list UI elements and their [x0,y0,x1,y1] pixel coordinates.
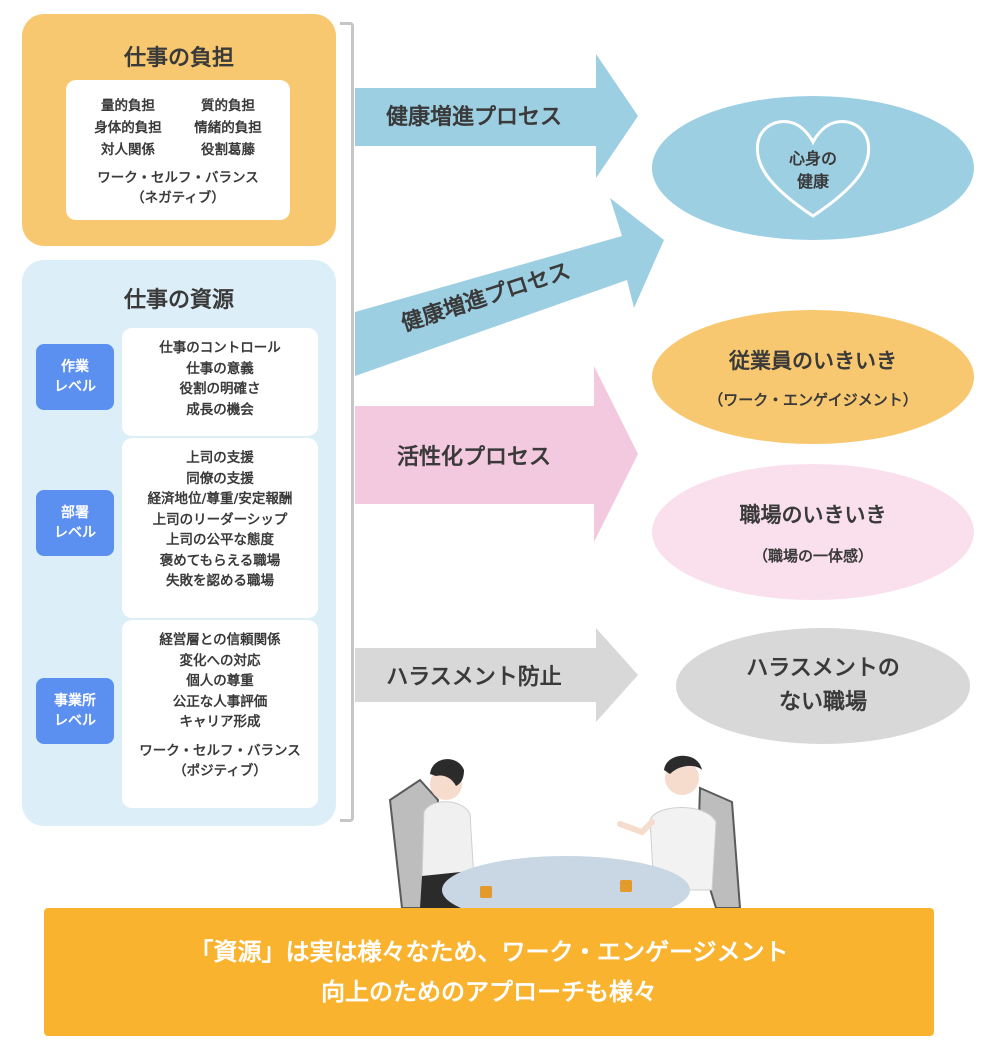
outcome-harassment-free: ハラスメントの ない職場 [676,628,970,744]
wlb-positive-sub: （ポジティブ） [173,763,267,779]
resource-item: 変化への対応 [179,652,261,669]
resource-item: 成長の機会 [186,401,254,418]
job-resources-title: 仕事の資源 [123,288,234,313]
resource-item: 上司のリーダーシップ [152,511,288,528]
arrow-label-1: 健康増進プロセス [386,104,562,130]
arrow-label-4: ハラスメント防止 [386,665,562,690]
resource-item: 失敗を認める職場 [166,573,274,589]
workplace-subtitle: （職場の一体感） [752,546,873,565]
summary-banner: 「資源」は実は様々なため、ワーク・エンゲージメント 向上のためのアプローチも様々 [44,908,934,1036]
resource-card-task: 仕事のコントロール 仕事の意義 役割の明確さ 成長の機会 [122,328,318,436]
resource-item: 経済地位/尊重/安定報酬 [147,491,293,507]
outcome-employee-engagement: 従業員のいきいき （ワーク・エンゲイジメント） [652,310,974,444]
resource-card-department: 上司の支援 同僚の支援 経済地位/尊重/安定報酬 上司のリーダーシップ 上司の公… [122,438,318,618]
resource-item: 個人の尊重 [186,673,254,689]
resource-item: 公正な人事評価 [172,693,268,710]
svg-text:健康: 健康 [797,172,830,191]
arrow-health-promotion-2 [355,198,664,376]
job-demands-box: 仕事の負担 量的負担 質的負担 身体的負担 情緒的負担 対人関係 役割葛藤 ワー… [22,14,336,246]
banner-line-1: 「資源」は実は様々なため、ワーク・エンゲージメント [189,938,789,966]
wlb-positive: ワーク・セルフ・バランス [139,742,301,759]
resource-item: 上司の公平な態度 [166,532,274,548]
resource-item: 経営層との信頼関係 [159,632,281,648]
job-demands-title: 仕事の負担 [123,46,234,71]
workplace-title: 職場のいきいき [739,502,887,527]
banner-line-2: 向上のためのアプローチも様々 [321,978,657,1006]
arrow-activation [355,366,638,542]
demand-item: 対人関係 [101,142,155,158]
resource-item: 仕事の意義 [186,360,254,377]
arrow-health-promotion-1 [355,54,638,178]
demand-item: 情緒的負担 [194,120,262,136]
outcome-mental-physical-health: 心身の 健康 [652,96,974,240]
level-badge-department: 部署 レベル [36,490,114,556]
job-demands-list: 量的負担 質的負担 身体的負担 情緒的負担 対人関係 役割葛藤 ワーク・セルフ・… [66,80,290,220]
demand-item: 質的負担 [201,98,255,114]
wlb-negative: ワーク・セルフ・バランス （ネガティブ） [97,170,259,206]
engagement-subtitle: （ワーク・エンゲイジメント） [708,390,918,409]
job-resources-box: 仕事の資源 作業 レベル 仕事のコントロール 仕事の意義 役割の明確さ 成長の機… [22,260,336,826]
resource-card-establishment: 経営層との信頼関係 変化への対応 個人の尊重 公正な人事評価 キャリア形成 ワー… [122,620,318,808]
arrow-label-3: 活性化プロセス [397,444,551,470]
arrow-harassment-prevention [355,628,638,722]
svg-text:心身の: 心身の [789,149,837,168]
demand-item: 役割葛藤 [201,142,255,158]
heart-icon: 心身の 健康 [755,120,871,218]
engagement-title: 従業員のいきいき [729,348,897,373]
resource-item: 褒めてもらえる職場 [159,552,281,569]
meeting-illustration [388,755,742,910]
resource-item: キャリア形成 [179,714,261,730]
resource-item: 上司の支援 [186,450,254,466]
bracket-divider [340,22,354,822]
resource-item: 同僚の支援 [186,470,254,487]
level-badge-task: 作業 レベル [36,344,114,410]
demand-item: 量的負担 [101,98,155,114]
level-badge-establishment: 事業所 レベル [36,678,114,744]
outcome-workplace-vitality: 職場のいきいき （職場の一体感） [652,464,974,600]
resource-item: 仕事のコントロール [159,340,281,356]
demand-item: 身体的負担 [94,120,162,136]
resource-item: 役割の明確さ [179,381,261,397]
